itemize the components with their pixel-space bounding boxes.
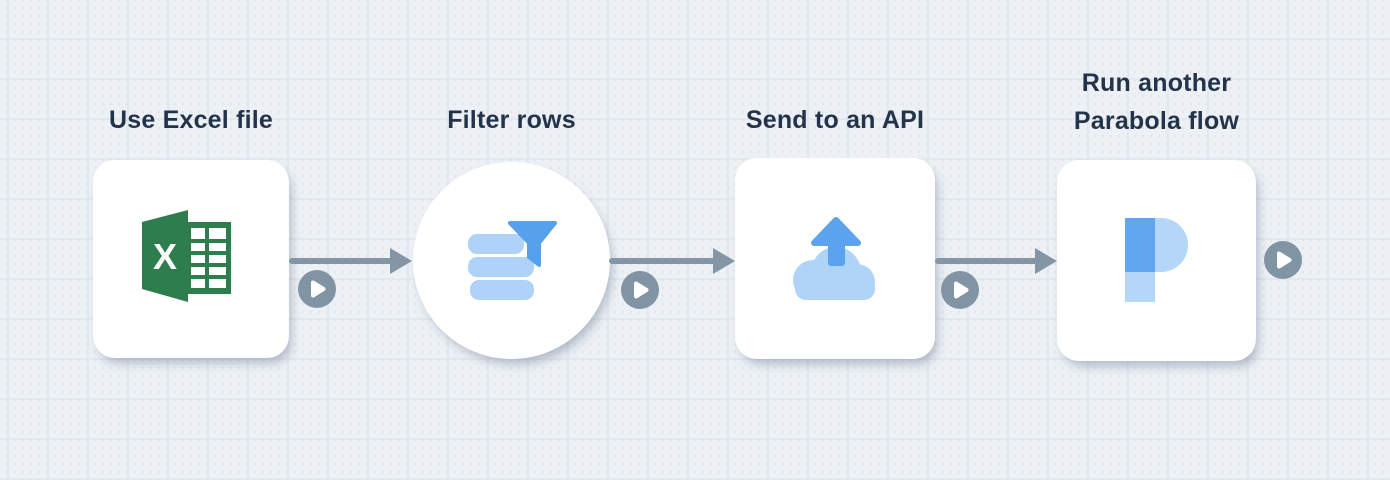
node-label-use-excel-file: Use Excel file (108, 106, 273, 134)
connector-line (289, 258, 396, 264)
flow-output-run-button[interactable] (1264, 241, 1302, 279)
connector-run-button-3[interactable] (941, 271, 979, 309)
cloud-upload-icon (793, 216, 875, 300)
connector-arrowhead-icon (713, 248, 735, 274)
connector-line (609, 258, 719, 264)
connector-arrow-2 (609, 248, 735, 274)
node-label-send-to-an-api: Send to an API (745, 106, 925, 134)
node-filter-rows[interactable] (413, 162, 610, 359)
connector-run-button-1[interactable] (298, 270, 336, 308)
play-icon (941, 271, 979, 309)
connector-arrowhead-icon (1035, 248, 1057, 274)
node-label-run-another-parabola-flow: Run another Parabola flow (1073, 69, 1240, 135)
connector-run-button-2[interactable] (621, 271, 659, 309)
play-icon (298, 270, 336, 308)
node-send-to-an-api[interactable] (735, 158, 935, 359)
connector-arrow-3 (935, 248, 1057, 274)
connector-line (935, 258, 1041, 264)
excel-icon: X (142, 210, 231, 302)
node-run-another-parabola-flow[interactable] (1057, 160, 1256, 361)
svg-text:X: X (153, 236, 177, 277)
play-icon (621, 271, 659, 309)
connector-arrow-1 (289, 248, 412, 274)
node-label-filter-rows: Filter rows (447, 106, 576, 134)
filter-icon (467, 220, 557, 300)
parabola-logo-icon (1124, 217, 1188, 302)
play-icon (1264, 241, 1302, 279)
node-use-excel-file[interactable]: X (93, 160, 289, 358)
connector-arrowhead-icon (390, 248, 412, 274)
